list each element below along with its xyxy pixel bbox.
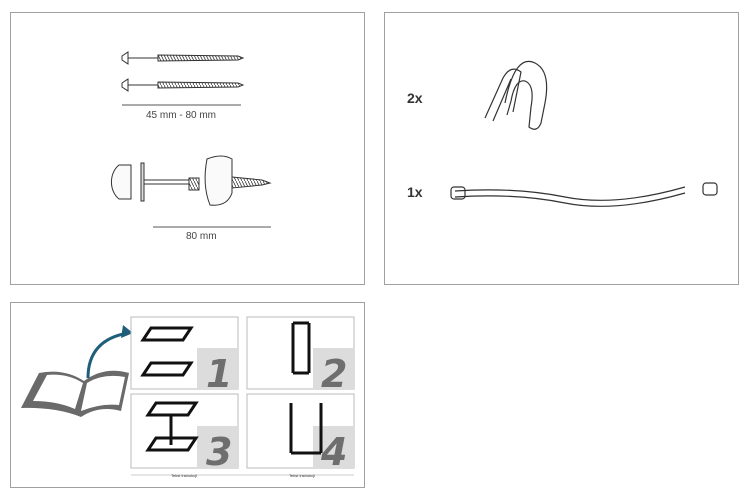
hook-quantity: 2x <box>407 90 423 106</box>
strap-drawing <box>454 186 686 207</box>
step-4-number: 4 <box>320 430 347 474</box>
hook-drawing <box>484 60 548 130</box>
arrow-icon <box>86 331 129 379</box>
strap-quantity: 1x <box>407 184 423 200</box>
step-1-number: 1 <box>206 352 232 396</box>
footer-text-right: Tekst instrukcji <box>289 473 315 478</box>
hardware-panel: 45 mm - 80 mm 80 mm <box>10 12 365 285</box>
book-icon <box>21 370 129 417</box>
screws-illustration <box>110 51 272 228</box>
bolt-length-label: 80 mm <box>186 231 217 242</box>
accessories-panel: 2x 1x <box>384 12 739 285</box>
screw-length-label: 45 mm - 80 mm <box>146 110 217 121</box>
accessories-illustration <box>450 60 718 207</box>
footer-text-left: Tekst instrukcji <box>171 473 197 478</box>
manual-illustration: 1 2 3 4 Tekst instrukcji Tekst instrukcj… <box>21 316 355 478</box>
step-2-number: 2 <box>321 352 347 396</box>
step-3-number: 3 <box>206 430 232 474</box>
instructions-panel: 1 2 3 4 Tekst instrukcji Tekst instrukcj… <box>10 302 365 488</box>
